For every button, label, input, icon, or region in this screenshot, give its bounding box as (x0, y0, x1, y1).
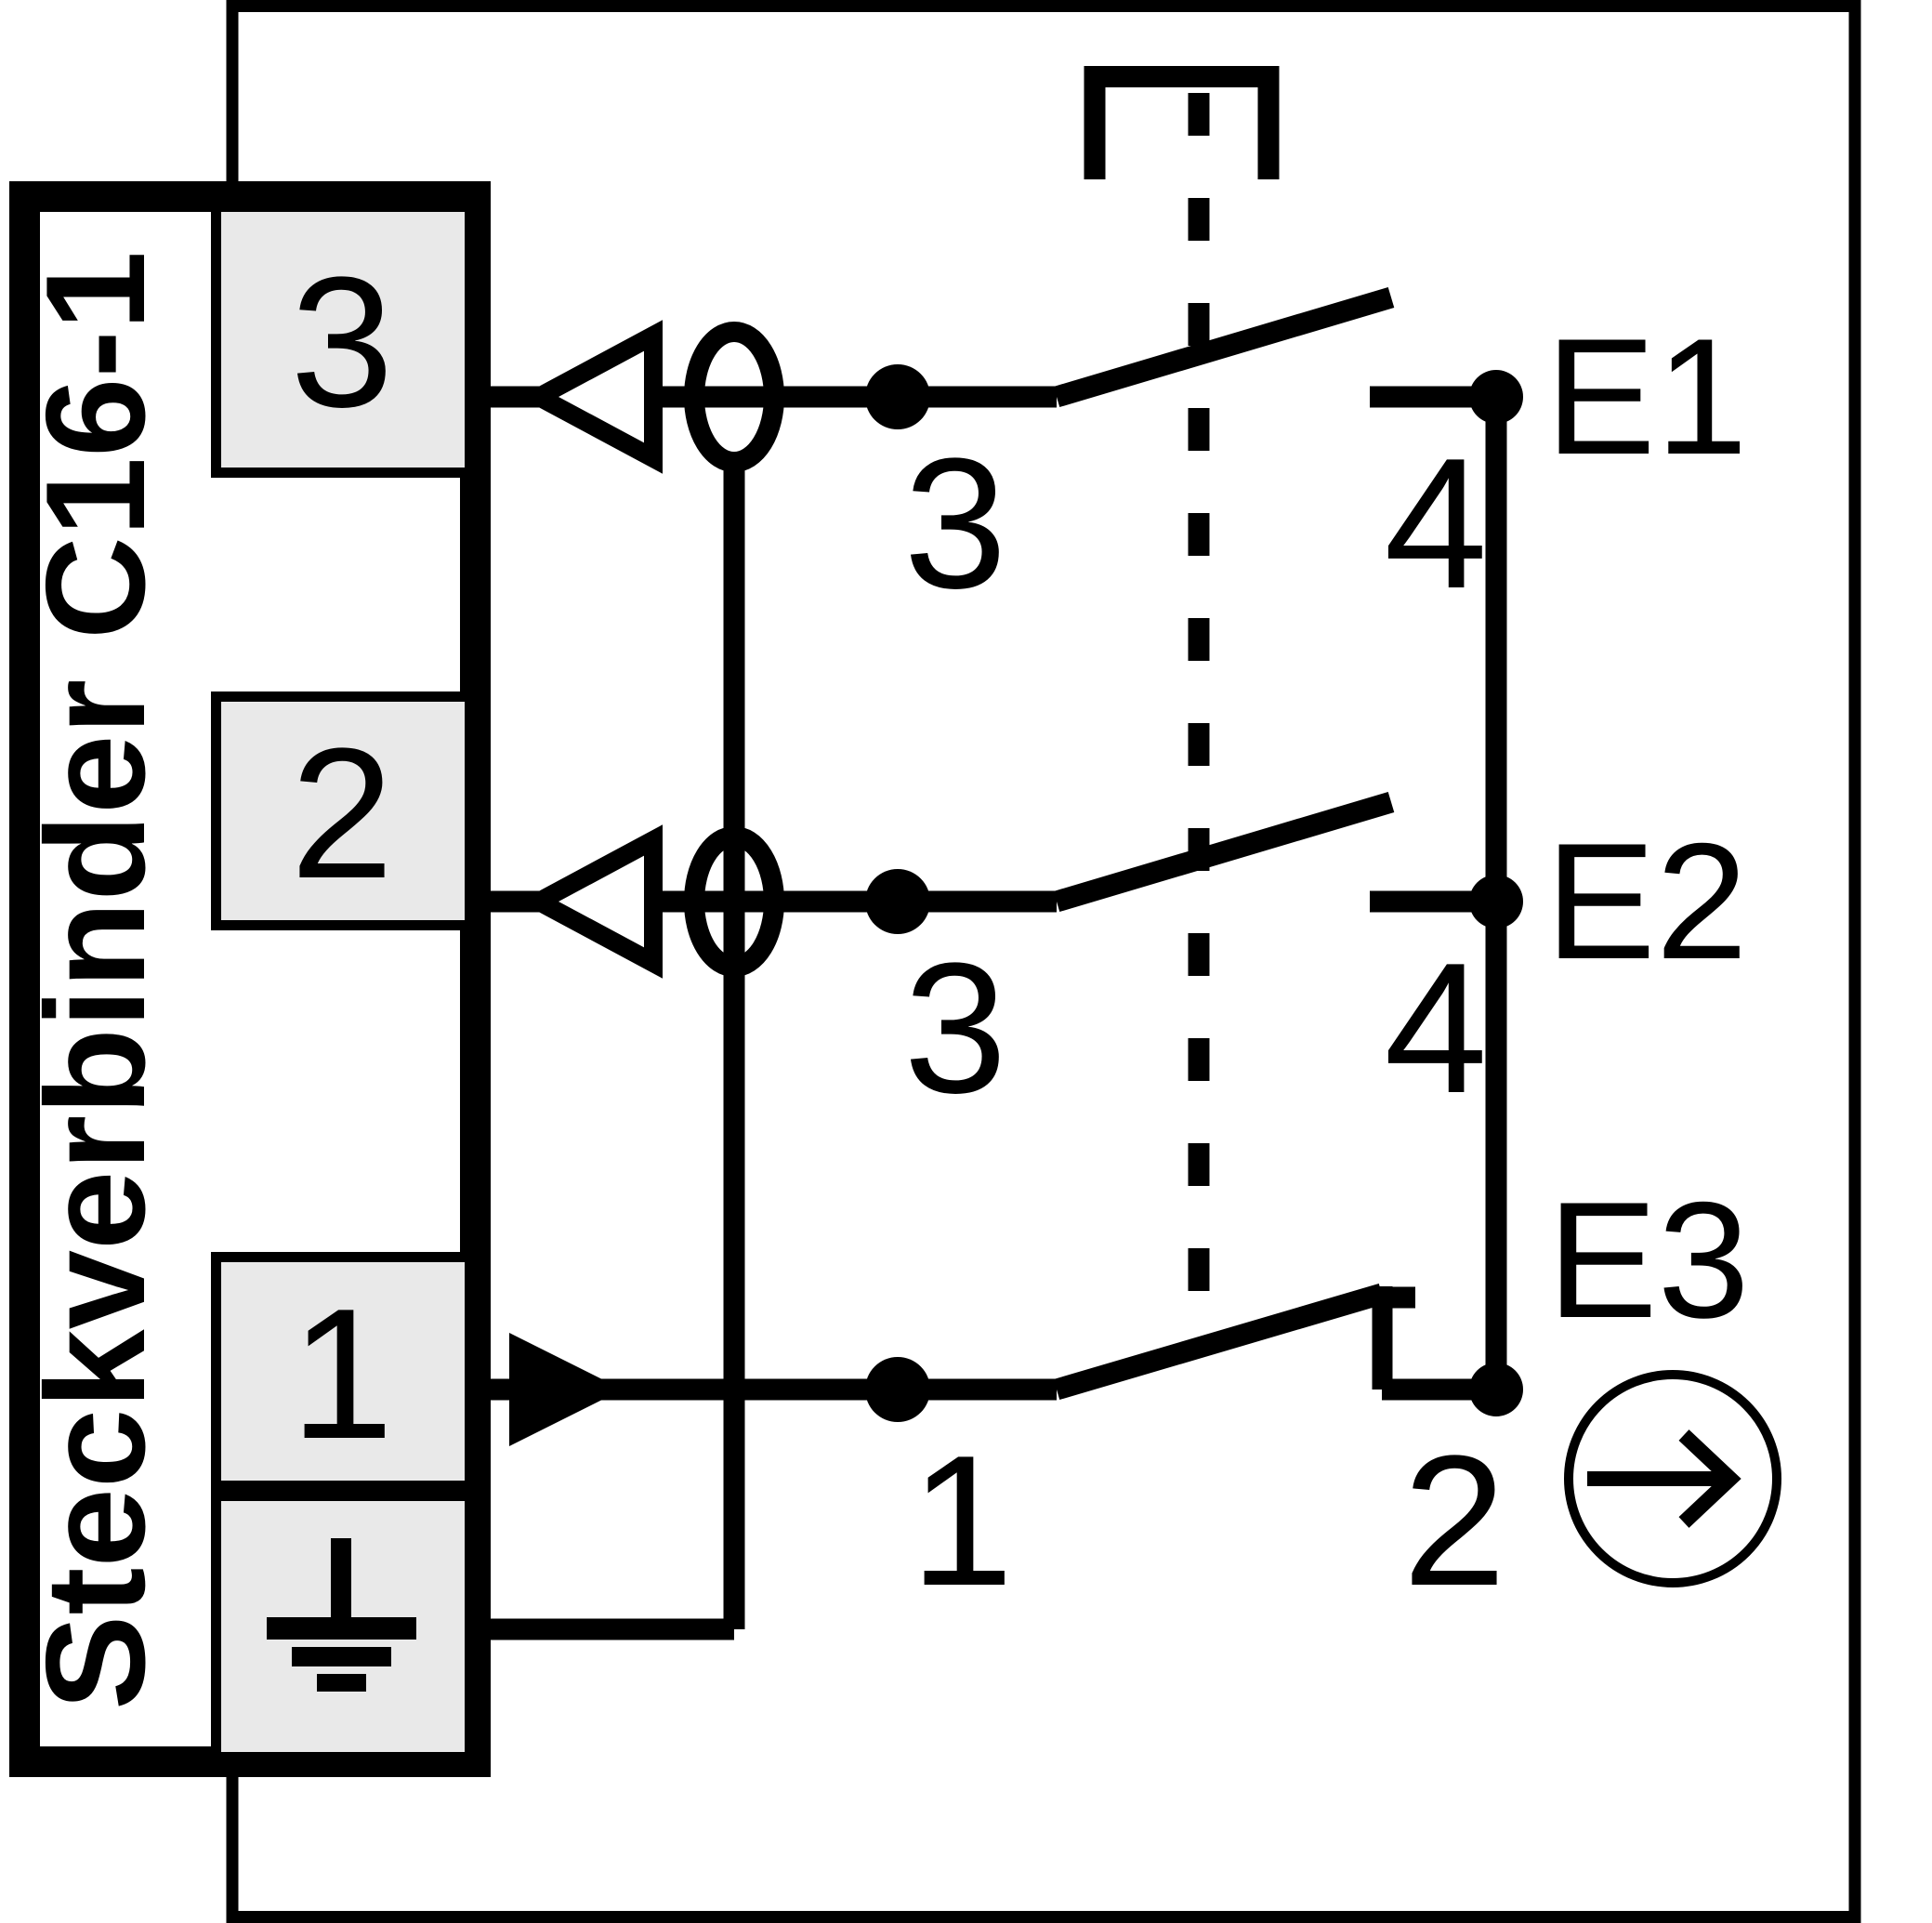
e1-label: E1 (1545, 304, 1748, 489)
pin1-box (211, 1252, 475, 1491)
junction-dot (865, 364, 930, 429)
direction-circle (1564, 1370, 1781, 1587)
direction-arrow-head (1678, 1429, 1741, 1528)
e3-switch-arm (1053, 1283, 1386, 1401)
e1-terminal-3-label: 3 (903, 420, 1006, 627)
contact-row-e3: 1 2 E3 (476, 1167, 1781, 1625)
ground-bar-short (317, 1674, 366, 1692)
circle-arrow-right-icon (1564, 1370, 1781, 1587)
e2-terminal-3-label: 3 (903, 925, 1006, 1132)
contact-row-e2: 3 4 E2 (476, 791, 1748, 1132)
ground-bar-mid (292, 1647, 391, 1666)
e3-terminal-2-label: 2 (1402, 1417, 1505, 1625)
actuator-bracket-icon (1084, 66, 1280, 179)
pin2-box (211, 691, 475, 930)
shield-group (476, 460, 745, 1640)
e3-terminal-1-label: 1 (910, 1417, 1013, 1625)
shield-ring-icon (684, 322, 784, 472)
e2-switch-arm (1053, 791, 1395, 913)
connector-block: Steckverbinder C16-1 3 2 1 (9, 181, 491, 1777)
e2-label: E2 (1545, 809, 1748, 994)
filled-triangle-right-icon (509, 1333, 623, 1446)
pin1-label: 1 (290, 1271, 393, 1478)
shield-ring-icon (684, 826, 784, 977)
e1-terminal-4-label: 4 (1384, 420, 1487, 627)
ground-stem (331, 1538, 351, 1624)
pin2-label: 2 (290, 710, 393, 917)
pin3-label: 3 (290, 239, 393, 446)
ground-bar-long (267, 1617, 416, 1640)
open-triangle-left-icon (519, 824, 663, 979)
junction-dot (865, 869, 930, 934)
pin3-box (211, 202, 475, 478)
e3-contact-dot (1469, 1363, 1523, 1416)
earth-ground-icon (267, 1538, 416, 1692)
e1-switch-arm (1053, 286, 1395, 408)
contact-row-e1: 3 4 E1 (476, 286, 1748, 627)
connector-title: Steckverbinder C16-1 (17, 251, 175, 1710)
e3-label: E3 (1547, 1167, 1750, 1352)
e2-terminal-4-label: 4 (1384, 925, 1487, 1132)
open-triangle-left-icon (519, 320, 663, 474)
